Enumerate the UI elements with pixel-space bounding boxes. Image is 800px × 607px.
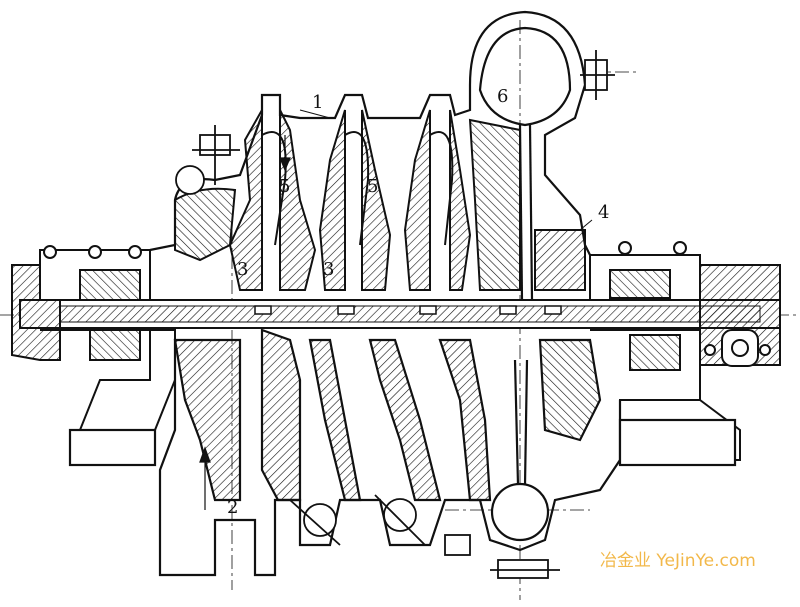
label-1: 1	[312, 92, 323, 113]
bolt-fittings	[175, 50, 615, 579]
label-3b: 3	[323, 259, 334, 280]
label-3a: 3	[237, 259, 248, 280]
watermark-text: 冶金业 YeJinYe.com	[600, 551, 756, 571]
label-4: 4	[598, 202, 609, 223]
upper-impeller-stages	[174, 106, 586, 291]
rotor-shaft	[19, 299, 781, 329]
lower-casing	[68, 328, 737, 577]
leader-lines	[299, 109, 593, 231]
label-6: 6	[497, 86, 508, 107]
label-2: 2	[227, 497, 238, 518]
flow-arrows	[199, 135, 291, 510]
label-5b: 5	[367, 176, 378, 197]
label-5a: 5	[279, 176, 290, 197]
